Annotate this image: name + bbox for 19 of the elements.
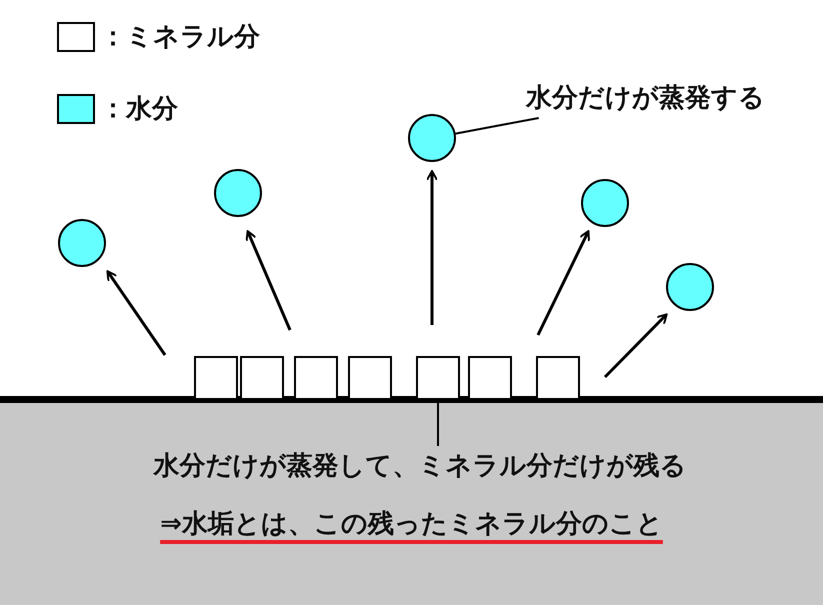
mineral-block xyxy=(240,356,284,400)
mineral-block xyxy=(536,356,580,400)
legend-text: ：水分 xyxy=(100,93,178,126)
mineral-block xyxy=(416,356,460,400)
water-droplet xyxy=(58,219,106,267)
mineral-block xyxy=(348,356,392,400)
water-droplet xyxy=(214,169,262,217)
callout-text: 水分だけが蒸発する xyxy=(493,78,798,118)
water-droplet xyxy=(666,263,714,311)
mineral-block xyxy=(194,356,238,400)
leader-line xyxy=(455,117,539,135)
mineral-block xyxy=(294,356,338,400)
caption-text: 水分だけが蒸発して、ミネラル分だけが残る xyxy=(95,446,745,486)
water-droplet xyxy=(408,114,456,162)
leader-line xyxy=(437,400,439,446)
water-droplet xyxy=(581,179,629,227)
legend-text: ：ミネラル分 xyxy=(100,21,260,54)
conclusion-text: ⇒水垢とは、この残ったミネラル分のこと xyxy=(160,509,663,539)
mineral-block xyxy=(468,356,512,400)
